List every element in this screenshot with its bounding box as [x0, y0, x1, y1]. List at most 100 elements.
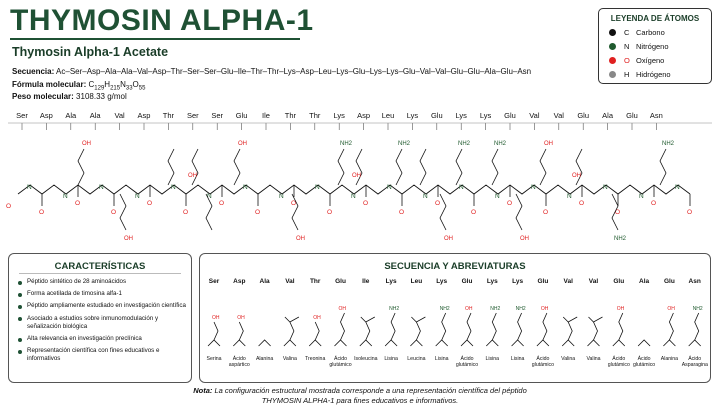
- page-title: THYMOSIN ALPHA-1: [10, 4, 314, 37]
- abbreviation-structure: [637, 339, 651, 347]
- hydroxyl-label: OH: [520, 236, 529, 242]
- residue-label: Glu: [577, 111, 590, 120]
- residue-label: Ser: [211, 111, 224, 120]
- abbreviation-name: Isoleucina: [354, 356, 378, 362]
- legend-item-carbon: C Carbono: [609, 28, 665, 37]
- footer-note: Nota: La configuración estructural mostr…: [0, 386, 720, 405]
- side-chain: [119, 193, 127, 231]
- residue-label: Val: [114, 111, 125, 120]
- abbreviation-code: Glu: [537, 278, 549, 285]
- nitrogen-atom: N: [99, 184, 104, 191]
- side-chain: [539, 148, 547, 186]
- amine-label: NH2: [614, 236, 627, 242]
- backbone-chain: [17, 184, 691, 195]
- peptide-structure: NONONONONONONONONONONONONONONONONONONOOO…: [6, 141, 692, 242]
- residue-label: Lys: [333, 111, 345, 120]
- residue-label: Lys: [479, 111, 492, 120]
- abbreviation-side-chain: [567, 321, 573, 341]
- abbreviation-side-chain: [365, 321, 371, 341]
- residue-label: Val: [529, 111, 540, 120]
- oxygen-atom: O: [363, 200, 368, 207]
- residue-label: Thr: [309, 111, 321, 120]
- nitrogen-atom: N: [531, 184, 536, 191]
- abbreviation-code: Ala: [639, 278, 650, 285]
- abbreviation-side-chain: [694, 312, 700, 341]
- list-item: Alta relevancia en investigación preclín…: [17, 335, 189, 343]
- abbreviation-side-chain: [441, 312, 447, 341]
- nitrogen-atom: N: [135, 193, 140, 200]
- abbreviation-side-chain: [668, 312, 674, 341]
- abbreviation-structure: [283, 339, 297, 347]
- abbreviation-side-chain: [517, 312, 523, 341]
- list-item: Péptido ampliamente estudiado en investi…: [17, 302, 189, 310]
- weight-label: Peso molecular:: [12, 92, 74, 101]
- side-chain: [515, 193, 523, 231]
- abbreviation-structure: [460, 339, 474, 347]
- abbreviation-structure: [486, 339, 499, 347]
- abbreviation-name: Lisina: [384, 356, 398, 362]
- residue-label: Asp: [357, 111, 371, 120]
- oxygen-atom: O: [219, 200, 224, 207]
- oxygen-atom: O: [291, 200, 296, 207]
- side-chain: [395, 148, 403, 186]
- abbreviation-code: Ala: [259, 278, 270, 285]
- abbreviation-atom-label: NH2: [490, 306, 500, 312]
- oxygen-atom: O: [435, 200, 440, 207]
- side-chain: [337, 148, 345, 186]
- residue-label: Ala: [602, 111, 614, 120]
- oxygen-atom: O: [255, 209, 260, 216]
- formula-value: C129H215N33O55: [88, 80, 146, 92]
- nitrogen-atom: N: [639, 193, 644, 200]
- residue-label: Ala: [65, 111, 77, 120]
- page-subtitle: Thymosin Alpha-1 Acetate: [12, 45, 169, 59]
- nitrogen-atom: N: [315, 184, 320, 191]
- amine-label: NH2: [340, 141, 353, 147]
- nitrogen-atom: N: [279, 193, 284, 200]
- abbreviation-side-chain: [390, 312, 396, 341]
- oxygen-atom: O: [651, 200, 656, 207]
- amine-label: NH2: [662, 141, 675, 147]
- carbon-dot-icon: [609, 29, 616, 36]
- oxygen-atom: O: [615, 209, 620, 216]
- hydrogen-dot-icon: [609, 71, 616, 78]
- residue-tick-lines: [8, 122, 712, 130]
- nitrogen-atom: N: [27, 184, 32, 191]
- side-chain: [77, 148, 85, 186]
- note-line-2: THYMOSIN ALPHA-1 para fines educativos e…: [261, 395, 459, 405]
- list-item: Péptido sintético de 28 aminoácidos: [17, 278, 189, 286]
- abbreviation-name: Treonina: [305, 356, 326, 362]
- abbreviation-atom-label: OH: [212, 315, 220, 321]
- abbreviation-structure: [207, 339, 221, 347]
- nitrogen-atom: N: [207, 193, 212, 200]
- nitrogen-atom: N: [351, 193, 356, 200]
- abbreviation-code: Lys: [512, 278, 524, 285]
- residue-label: Thr: [284, 111, 297, 120]
- abbreviation-name: Lisina: [434, 356, 449, 362]
- amine-label: NH2: [398, 141, 411, 147]
- hydroxyl-label: OH: [572, 173, 581, 179]
- abbreviation-structure: [612, 339, 626, 347]
- residue-label: Asn: [649, 111, 663, 120]
- abbreviation-structure: [511, 339, 524, 347]
- note-label: Nota:: [193, 386, 213, 395]
- abbreviation-branch: [360, 316, 375, 323]
- side-chain: [205, 193, 213, 231]
- abbreviation-code: Thr: [309, 278, 321, 285]
- abbreviation-structure: [561, 339, 575, 347]
- oxygen-atom: O: [147, 200, 152, 207]
- list-item: Asociado a estudios sobre inmunomodulaci…: [17, 315, 189, 331]
- abbreviation-name: Ácido glutámico: [531, 356, 554, 369]
- residue-label: Ile: [262, 111, 270, 120]
- residue-label: Glu: [504, 111, 516, 120]
- sequence-line: Secuencia: Ac–Ser–Asp–Ala–Ala–Val–Asp–Th…: [12, 67, 531, 76]
- abbreviation-name: Alanina: [255, 356, 274, 362]
- abbreviation-code: Lys: [385, 278, 397, 285]
- residue-label: Ser: [186, 111, 199, 120]
- residue-label: Asp: [39, 111, 53, 120]
- abbreviation-atom-label: NH2: [693, 306, 703, 312]
- abbreviation-branch: [562, 316, 578, 323]
- side-chain: [611, 193, 619, 231]
- acetyl-oxygen: O: [6, 203, 11, 210]
